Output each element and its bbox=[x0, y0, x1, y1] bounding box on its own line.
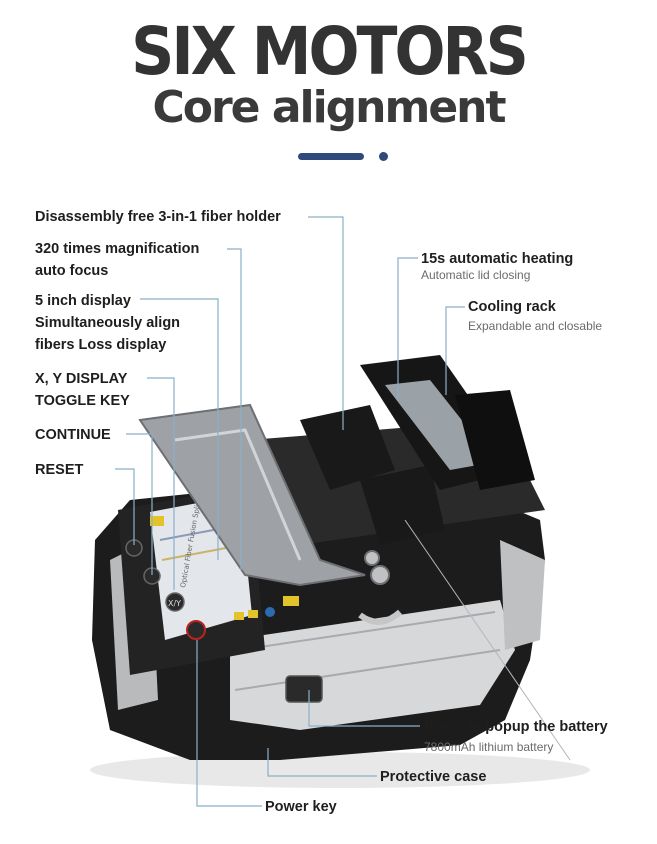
callout-battery-sub: 7800mAh lithium battery bbox=[424, 740, 554, 754]
callout-cooling: Cooling rack bbox=[468, 299, 556, 315]
callout-xy-line1: X, Y DISPLAY bbox=[35, 371, 128, 387]
battery-popup-button bbox=[285, 675, 323, 703]
callout-heating-sub: Automatic lid closing bbox=[421, 268, 531, 282]
main-title: SIX MOTORS bbox=[131, 13, 529, 91]
power-key bbox=[186, 620, 206, 640]
fiber-holder bbox=[300, 405, 395, 490]
callout-reset: RESET bbox=[35, 462, 84, 478]
callout-protective-case: Protective case bbox=[380, 769, 487, 785]
callout-power-key: Power key bbox=[265, 799, 337, 815]
callout-continue: CONTINUE bbox=[35, 427, 111, 443]
decorative-dot bbox=[379, 152, 388, 161]
callout-fiber-holder: Disassembly free 3-in-1 fiber holder bbox=[35, 209, 281, 225]
main-subtitle: Core alignment bbox=[152, 82, 506, 133]
callout-cooling-sub: Expandable and closable bbox=[468, 319, 603, 333]
cooling-rack bbox=[455, 390, 535, 490]
decorative-dash bbox=[298, 153, 364, 160]
callout-battery: Press to popup the battery bbox=[424, 719, 608, 735]
callout-magnification-line2: auto focus bbox=[35, 263, 109, 279]
callout-display-line2: Simultaneously align bbox=[35, 315, 181, 331]
callout-display-line1: 5 inch display bbox=[35, 293, 131, 309]
xy-key-label: X/Y bbox=[168, 599, 181, 608]
callout-magnification-line1: 320 times magnification bbox=[35, 241, 200, 257]
callout-xy-line2: TOGGLE KEY bbox=[35, 393, 130, 409]
windshield-lid bbox=[138, 403, 366, 587]
callout-heating: 15s automatic heating bbox=[421, 251, 574, 267]
callout-display-line3: fibers Loss display bbox=[35, 337, 167, 353]
xy-toggle-key bbox=[165, 592, 185, 612]
